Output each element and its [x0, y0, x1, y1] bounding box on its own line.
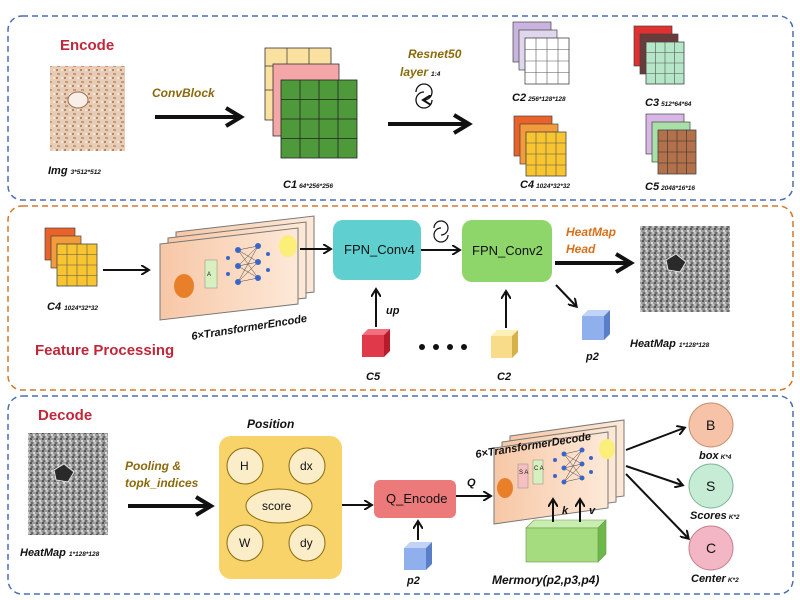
fpn-conv4-label: FPN_Conv4: [344, 242, 415, 257]
pooling-label-line1: Pooling &: [125, 459, 181, 473]
pos-h: H: [240, 459, 249, 473]
encode-section: [7, 15, 794, 201]
cycle-icon: [415, 83, 433, 109]
out-b-circle: [688, 402, 734, 448]
c1-feature-maps: [264, 47, 358, 159]
out-s-circle: [688, 463, 734, 509]
fp-ellipsis: [419, 344, 467, 350]
pooling-label-line2: topk_indices: [125, 476, 199, 490]
transformer-encoder-stack: A: [159, 215, 315, 321]
resnet-label-line1: Resnet50: [408, 47, 462, 61]
c2-feature-maps: [512, 21, 570, 85]
decoder-ca-label: C A: [534, 466, 544, 472]
pos-dy: dy: [300, 536, 313, 550]
fp-c5-label: C5: [366, 371, 381, 383]
fp-c2-cube: [491, 330, 518, 358]
c4-feature-maps: [513, 115, 567, 177]
fp-c2-label: C2: [497, 371, 511, 383]
memory-block: [525, 519, 607, 563]
memory-label: Mermory(p2,p3,p4): [492, 573, 599, 587]
fp-p2-cube: [582, 310, 610, 340]
out-b-letter: B: [706, 417, 715, 433]
feature-section: [7, 205, 794, 391]
input-image: [50, 66, 125, 151]
fp-heatmap-spot: [665, 253, 687, 273]
decoder-sa-label: S A: [519, 470, 528, 476]
q-encode-box: [374, 480, 456, 518]
out-c-letter: C: [706, 540, 716, 556]
out-s-letter: S: [706, 478, 715, 494]
fp-heatmap-image: [640, 226, 730, 312]
pos-w: W: [239, 536, 251, 550]
q-encode-label: Q_Encode: [386, 491, 447, 506]
encode-title: Encode: [60, 37, 114, 54]
decode-title: Decode: [38, 407, 92, 424]
input-image-nucleus: [67, 91, 89, 109]
fpn-conv2-box: [462, 220, 552, 282]
c5-feature-maps: [645, 113, 697, 175]
decode-heatmap-image: [28, 433, 108, 535]
fpn-conv4-box: [333, 220, 421, 280]
heatmap-head-line1: HeatMap: [566, 225, 616, 239]
k-label: k: [562, 505, 569, 517]
fpn-conv2-label: FPN_Conv2: [472, 243, 543, 258]
position-title: Position: [247, 417, 294, 431]
decode-heatmap-spot: [53, 463, 75, 483]
pos-score: score: [262, 499, 292, 513]
transformer-a-label: A: [207, 272, 211, 278]
fp-c4-feature-maps: [44, 227, 98, 287]
transformer-decoder-stack: S A C A: [493, 419, 625, 525]
fp-up-label: up: [386, 305, 400, 317]
fp-p2-label: p2: [585, 351, 599, 363]
q-label: Q: [467, 477, 476, 489]
decode-arrow-out-b: [625, 428, 684, 451]
decode-p2-cube: [404, 542, 432, 570]
transformer-encoder-label: 6×TransformerEncode: [191, 313, 308, 343]
fp-c5-cube: [362, 329, 390, 357]
position-cells: [226, 447, 326, 562]
heatmap-head-line2: Head: [566, 242, 596, 256]
feature-title: Feature Processing: [35, 342, 174, 359]
decode-section: [7, 395, 794, 595]
convblock-label: ConvBlock: [152, 86, 216, 100]
pos-dx: dx: [300, 459, 313, 473]
fp-cycle-icon: [433, 220, 449, 243]
v-label: v: [589, 505, 596, 517]
decode-arrow-out-s: [625, 465, 682, 485]
out-c-circle: [688, 525, 734, 571]
c3-feature-maps: [633, 25, 685, 85]
fp-arrow-fpn2-p2: [555, 284, 576, 306]
decode-p2-label: p2: [406, 575, 420, 587]
decode-arrow-out-c: [625, 473, 688, 538]
